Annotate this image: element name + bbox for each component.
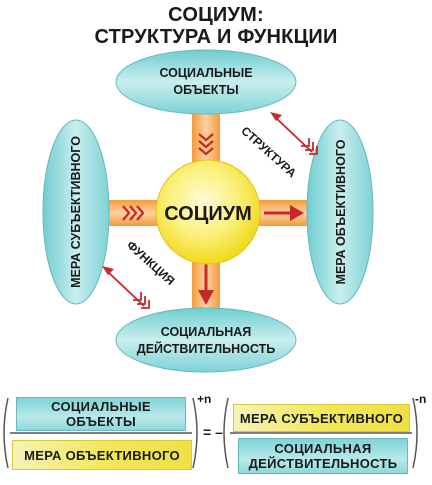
function-arrow-icon <box>102 266 150 309</box>
equals-sign: = – <box>203 424 223 440</box>
formula-social-reality-line-2: ДЕЙСТВИТЕЛЬНОСТЬ <box>248 456 398 471</box>
right-node <box>306 119 374 305</box>
left-node <box>42 119 110 305</box>
top-node-line-1: СОЦИАЛЬНЫЕ <box>159 66 252 80</box>
left-node-label: МЕРА СУБЪЕКТИВНОГО <box>69 136 83 288</box>
top-fletching-icon <box>198 133 214 156</box>
structure-arrow-icon <box>270 112 318 155</box>
left-paren-open <box>3 397 9 469</box>
right-node-label: МЕРА ОБЪЕКТИВНОГО <box>334 139 348 284</box>
right-paren-open <box>223 397 229 469</box>
left-paren-close <box>192 397 198 469</box>
formula-social-objects-line-2: ОБЪЕКТЫ <box>66 414 136 429</box>
center-circle <box>155 159 261 265</box>
top-node <box>115 49 297 115</box>
title-line-1: СОЦИУМ: <box>168 4 264 26</box>
formula-social-objects-box: СОЦИАЛЬНЫЕ ОБЪЕКТЫ <box>16 397 186 431</box>
bottom-node-line-1: СОЦИАЛЬНАЯ <box>161 325 252 339</box>
title-line-2: СТРУКТУРА И ФУНКЦИИ <box>94 26 338 48</box>
formula-objective-measure-box: МЕРА ОБЪЕКТИВНОГО <box>12 440 192 470</box>
left-exponent: +n <box>197 392 212 406</box>
formula-subjective-measure-label: МЕРА СУБЪЕКТИВНОГО <box>239 410 404 426</box>
down-arrow-icon <box>198 262 214 305</box>
right-paren-close <box>412 397 418 469</box>
formula-social-reality-box: СОЦИАЛЬНАЯ ДЕЙСТВИТЕЛЬНОСТЬ <box>238 438 408 474</box>
center-label: СОЦИУМ <box>164 203 252 225</box>
right-exponent: -n <box>415 392 427 406</box>
formula-subjective-measure-box: МЕРА СУБЪЕКТИВНОГО <box>233 404 410 432</box>
right-arrow-icon <box>264 205 304 221</box>
bottom-node-line-2: ДЕЙСТВИТЕЛЬНОСТЬ <box>137 341 275 356</box>
formula-social-reality-line-1: СОЦИАЛЬНАЯ <box>274 441 372 456</box>
formula-social-objects-line-1: СОЦИАЛЬНЫЕ <box>51 399 151 414</box>
formula-objective-measure-label: МЕРА ОБЪЕКТИВНОГО <box>24 447 180 463</box>
bottom-node <box>115 307 297 373</box>
top-node-line-2: ОБЪЕКТЫ <box>173 83 238 97</box>
left-fletching-icon <box>122 205 145 221</box>
